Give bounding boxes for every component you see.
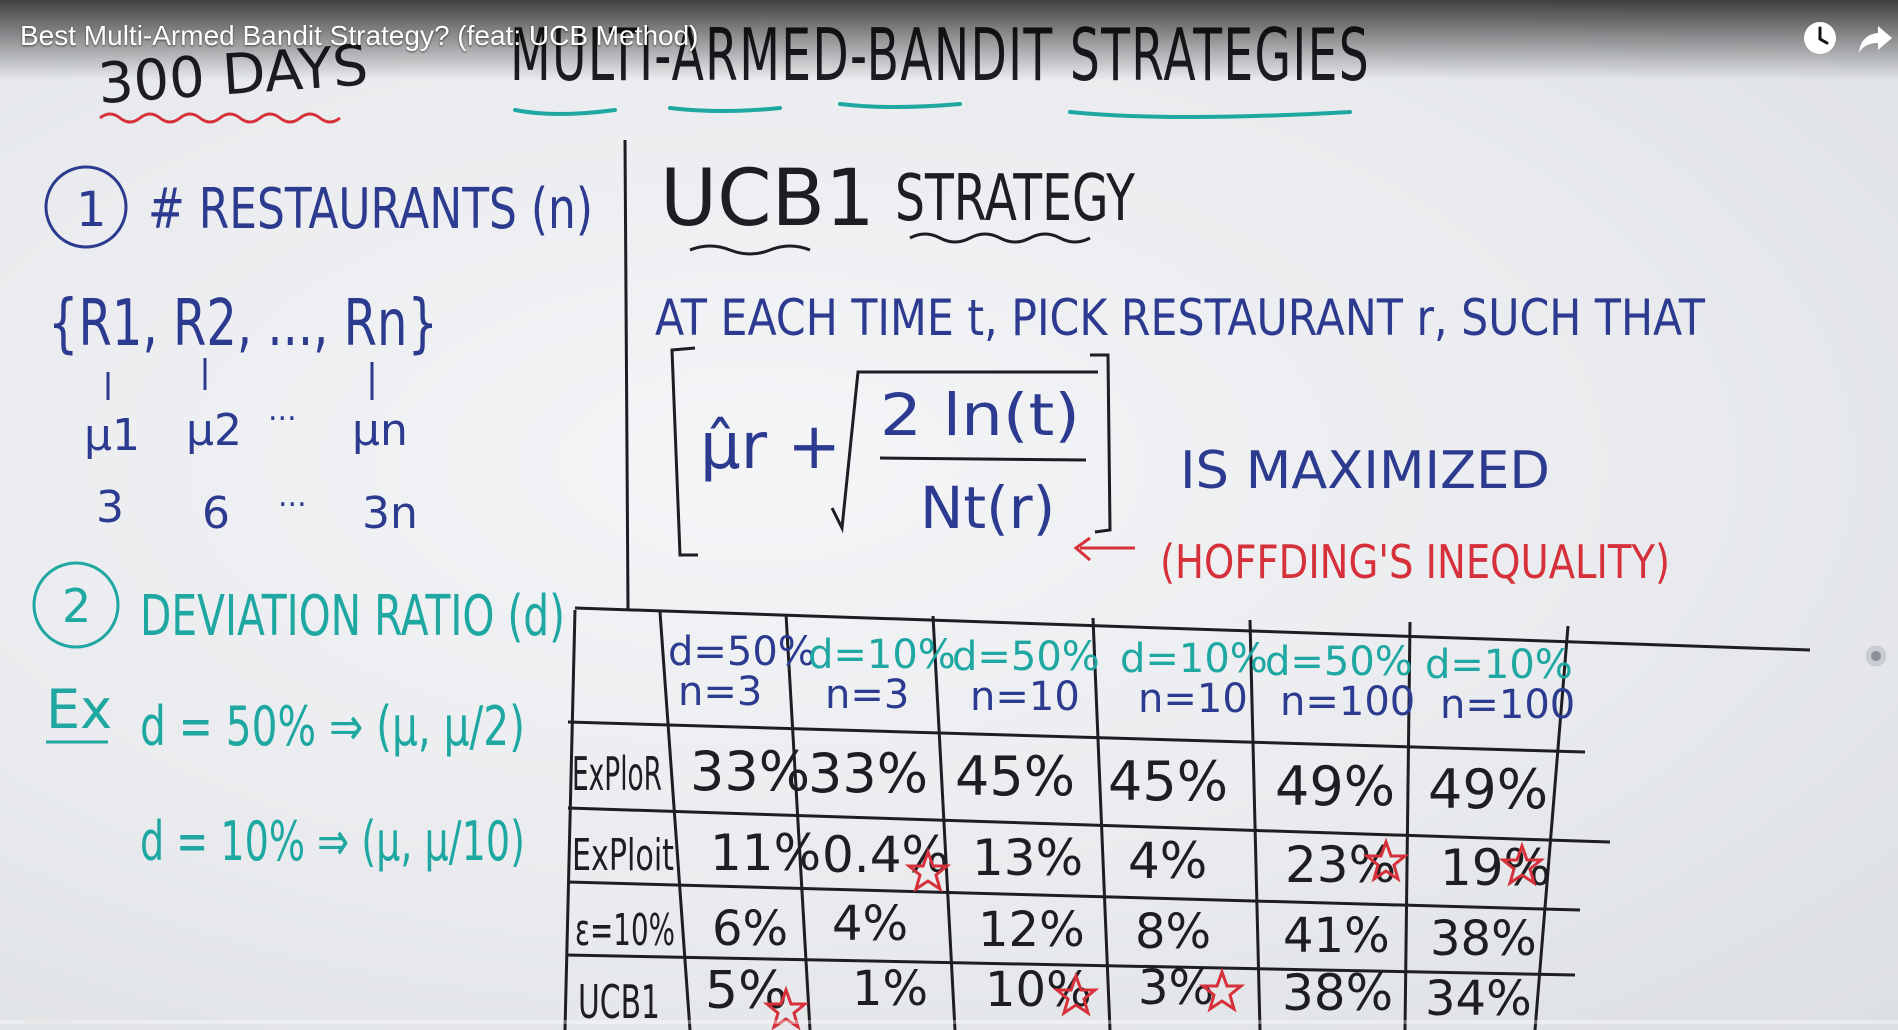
table-cells: 33% 33% 45% 45% 49% 49% 11% 0.4% 13% 4% … (690, 740, 1551, 1027)
means-row: μ1 μ2 ... μn (84, 393, 408, 461)
col-header-d: d=50% (668, 629, 816, 675)
col-header-n: n=10 (1138, 676, 1248, 722)
col-header-n: n=100 (1440, 682, 1575, 728)
mean-value-2: 6 (202, 488, 230, 539)
table-cell: 4% (1128, 832, 1207, 890)
star-icon (904, 847, 952, 893)
step2-number: 2 (62, 579, 91, 633)
table-cell: 45% (955, 745, 1075, 808)
table-cell: 3% (1138, 960, 1214, 1016)
heading-days-underline (99, 112, 341, 124)
clock-icon (1804, 22, 1836, 54)
table-cell: 33% (808, 742, 928, 805)
progress-bar[interactable] (0, 1020, 1898, 1024)
results-table-grid (563, 606, 1811, 1030)
col-header-d: d=10% (1425, 642, 1573, 688)
row-labels: ExPloR ExPloit ε=10% UCB1 (572, 747, 675, 1029)
table-cell: 19% (1440, 839, 1551, 897)
strategy-title: STRATEGY (895, 162, 1136, 236)
table-header: d=50% n=3 d=10% n=3 d=50% n=10 d=10% n=1… (668, 629, 1575, 728)
formula-bracket-left (670, 346, 698, 557)
table-cell: 12% (978, 902, 1085, 958)
example-label: Ex (46, 678, 112, 741)
table-cell: 38% (1430, 911, 1537, 967)
example-line-1: d = 50% ⇒ (μ, μ/2) (140, 695, 525, 758)
formula-bracket-right (1090, 353, 1112, 534)
star-icon (1198, 967, 1246, 1013)
step2-text: DEVIATION RATIO (d) (140, 584, 565, 649)
mean-2: μ2 (186, 405, 242, 456)
table-cell: 13% (972, 829, 1083, 887)
mean-dots: ... (268, 393, 297, 428)
star-icon (1052, 971, 1100, 1017)
step2-circle (32, 561, 120, 649)
heading-main-underline (513, 102, 1352, 119)
row-label-explore: ExPloR (572, 747, 662, 801)
board-divider (623, 139, 630, 611)
row-label-ucb1: UCB1 (578, 975, 660, 1029)
step1-number: 1 (76, 182, 107, 238)
table-cell: 33% (690, 740, 810, 803)
mean-value-1: 3 (96, 482, 124, 533)
video-title[interactable]: Best Multi-Armed Bandit Strategy? (feat:… (20, 20, 699, 51)
maximized-text: IS MAXIMIZED (1180, 441, 1550, 501)
col-header-n: n=3 (678, 669, 762, 715)
row-label-exploit: ExPloit (572, 830, 674, 881)
col-header-n: n=10 (970, 674, 1080, 720)
mean-n: μn (352, 405, 408, 456)
example-line-2: d = 10% ⇒ (μ, μ/10) (140, 810, 525, 873)
table-cell: 41% (1283, 908, 1390, 964)
formula-fraction-bar (879, 456, 1087, 462)
formula-sqrt (830, 370, 1098, 534)
col-header-d: d=50% (952, 634, 1100, 680)
set-ticks (106, 358, 374, 400)
table-cell: 34% (1425, 971, 1532, 1027)
hoeffding-text: (HOFFDING'S INEQUALITY) (1160, 535, 1670, 589)
table-cell: 1% (852, 961, 928, 1017)
step1-text: # RESTAURANTS (n) (148, 177, 593, 242)
star-icon (1498, 841, 1546, 887)
col-header-d: d=10% (808, 632, 956, 678)
hoeffding-arrow (1073, 536, 1135, 562)
strategy-underline (909, 232, 1091, 244)
table-cell: 45% (1108, 750, 1228, 813)
step1-circle (44, 165, 128, 249)
side-scroll-handle[interactable] (1866, 646, 1886, 666)
table-cell: 6% (712, 901, 788, 957)
pick-line: AT EACH TIME t, PICK RESTAURANT r, SUCH … (655, 289, 1705, 347)
table-cell: 8% (1135, 904, 1211, 960)
col-header-n: n=100 (1280, 679, 1415, 725)
col-header-d: d=10% (1120, 636, 1268, 682)
winner-stars (762, 837, 1546, 1030)
restaurant-set: {R1, R2, ..., Rn} (48, 287, 438, 361)
table-cell: 49% (1428, 758, 1548, 821)
formula-mu: μ̂r + (700, 410, 841, 484)
share-button[interactable] (1856, 18, 1896, 58)
star-icon (762, 985, 810, 1030)
player-top-bar (0, 0, 1898, 80)
watch-later-button[interactable] (1800, 18, 1840, 58)
table-cell: 4% (832, 896, 908, 952)
row-label-epsilon: ε=10% (575, 905, 675, 956)
col-header-n: n=3 (825, 672, 909, 718)
mean-value-n: 3n (362, 488, 418, 539)
progress-bar-played (24, 1020, 70, 1024)
table-cell: 49% (1275, 755, 1395, 818)
ucb1-underline (689, 244, 811, 256)
mean-values-row: 3 6 ... 3n (96, 479, 418, 539)
ucb1-title: UCB1 (660, 154, 875, 244)
star-icon (1362, 837, 1410, 883)
mean-1: μ1 (84, 410, 140, 461)
col-header-d: d=50% (1265, 639, 1413, 685)
share-icon (1859, 26, 1892, 53)
table-cell: 10% (985, 962, 1092, 1018)
formula-denominator: Nt(r) (920, 474, 1055, 542)
formula-numerator: 2 ln(t) (880, 381, 1080, 449)
mean-value-dots: ... (278, 479, 307, 514)
table-cell: 11% (710, 824, 821, 882)
table-cell: 38% (1282, 964, 1393, 1022)
